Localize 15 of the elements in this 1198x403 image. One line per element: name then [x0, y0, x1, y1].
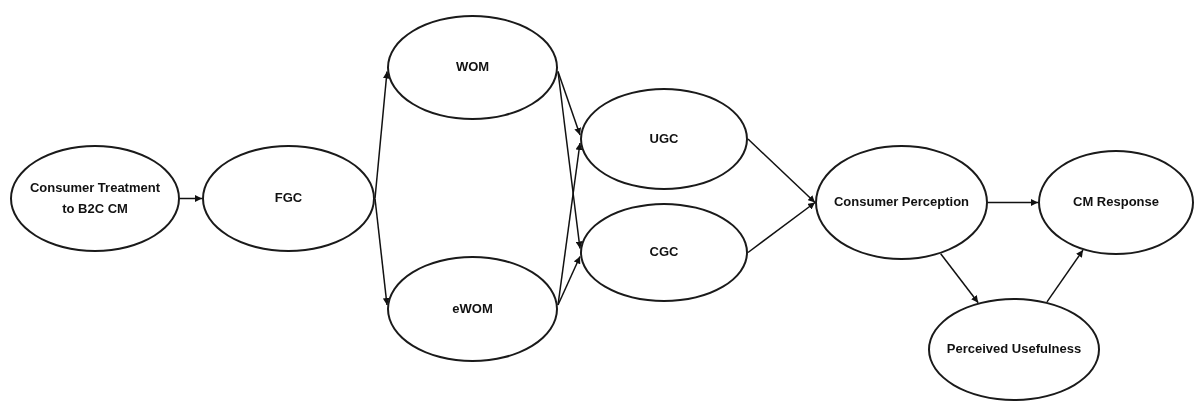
node-label: FGC	[274, 189, 303, 208]
arrow	[747, 201, 816, 254]
node-label: Perceived Usefulness	[946, 340, 1082, 359]
node-label: WOM	[455, 58, 490, 77]
arrow	[557, 255, 581, 306]
node-label: Consumer Treatment to B2C CM	[28, 178, 161, 218]
node-label: UGC	[649, 129, 679, 148]
arrow	[987, 199, 1039, 206]
arrow	[747, 138, 816, 204]
node-label: CGC	[649, 243, 679, 262]
node-label: CM Response	[1073, 193, 1159, 212]
node-label: eWOM	[452, 299, 493, 318]
arrow	[939, 252, 979, 304]
arrow	[179, 195, 203, 202]
node-label: Consumer Perception	[833, 193, 970, 212]
